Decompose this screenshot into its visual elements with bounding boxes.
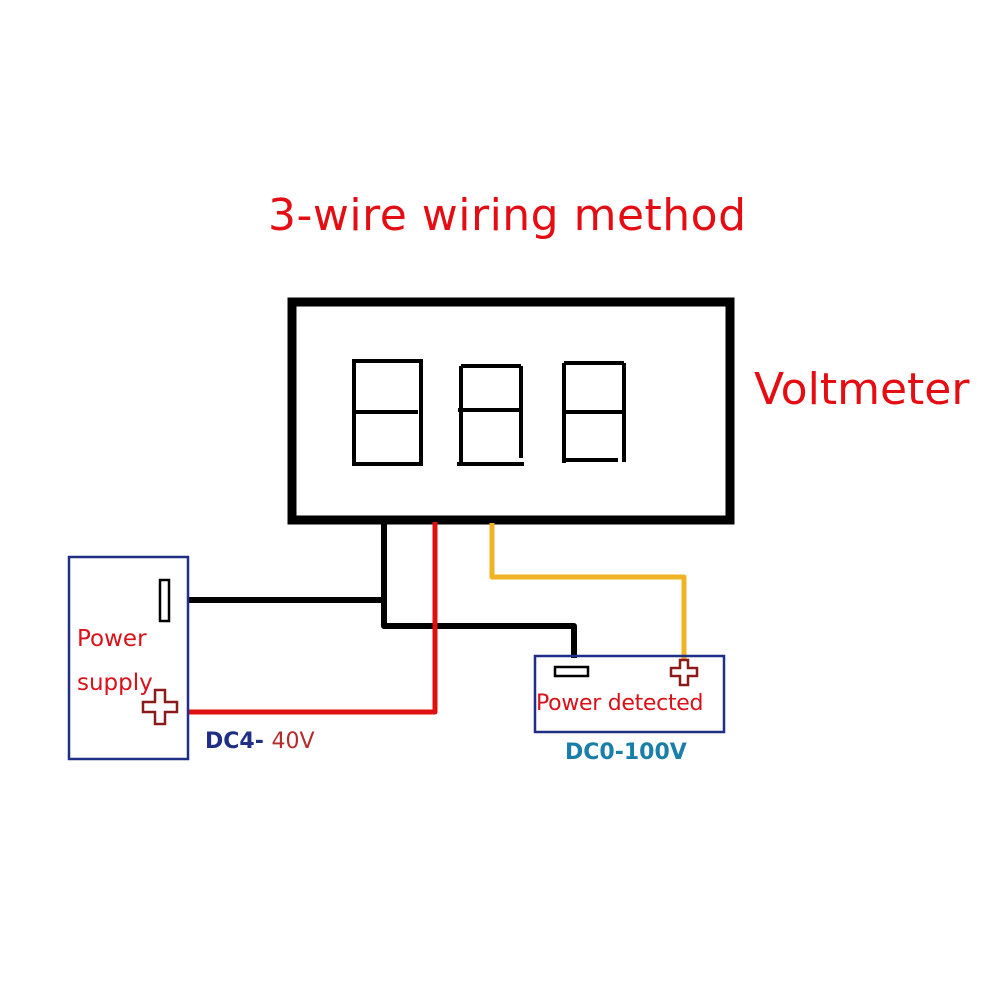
yellow-sense-wire [489, 523, 687, 660]
power-supply-label-line2: supply [77, 670, 153, 696]
voltmeter-label: Voltmeter [754, 364, 970, 415]
power-detected-range: DC0-100V [565, 740, 687, 765]
red-power-wire [188, 522, 438, 715]
power-supply-range-prefix: DC4- [205, 729, 264, 754]
seven-segment-digit-2 [457, 364, 524, 466]
power-supply-box [67, 555, 190, 761]
power-detected-plus-terminal [669, 658, 699, 687]
seven-segment-digit-3 [562, 361, 626, 463]
power-detected-minus-terminal [553, 665, 590, 678]
power-supply-plus-terminal [141, 688, 179, 726]
power-detected-label: Power detected [536, 691, 704, 716]
power-supply-minus-terminal [158, 578, 171, 623]
black-ground-wire [381, 520, 577, 658]
power-supply-range: DC4- 40V [205, 729, 315, 754]
voltmeter-body [287, 297, 735, 525]
diagram-title: 3-wire wiring method [268, 190, 747, 241]
power-detected-box [533, 654, 726, 734]
power-supply-range-value: 40V [271, 729, 315, 754]
power-supply-label-line1: Power [77, 626, 147, 652]
seven-segment-digit-1 [352, 359, 423, 466]
power-supply-label: Power supply [77, 617, 153, 705]
